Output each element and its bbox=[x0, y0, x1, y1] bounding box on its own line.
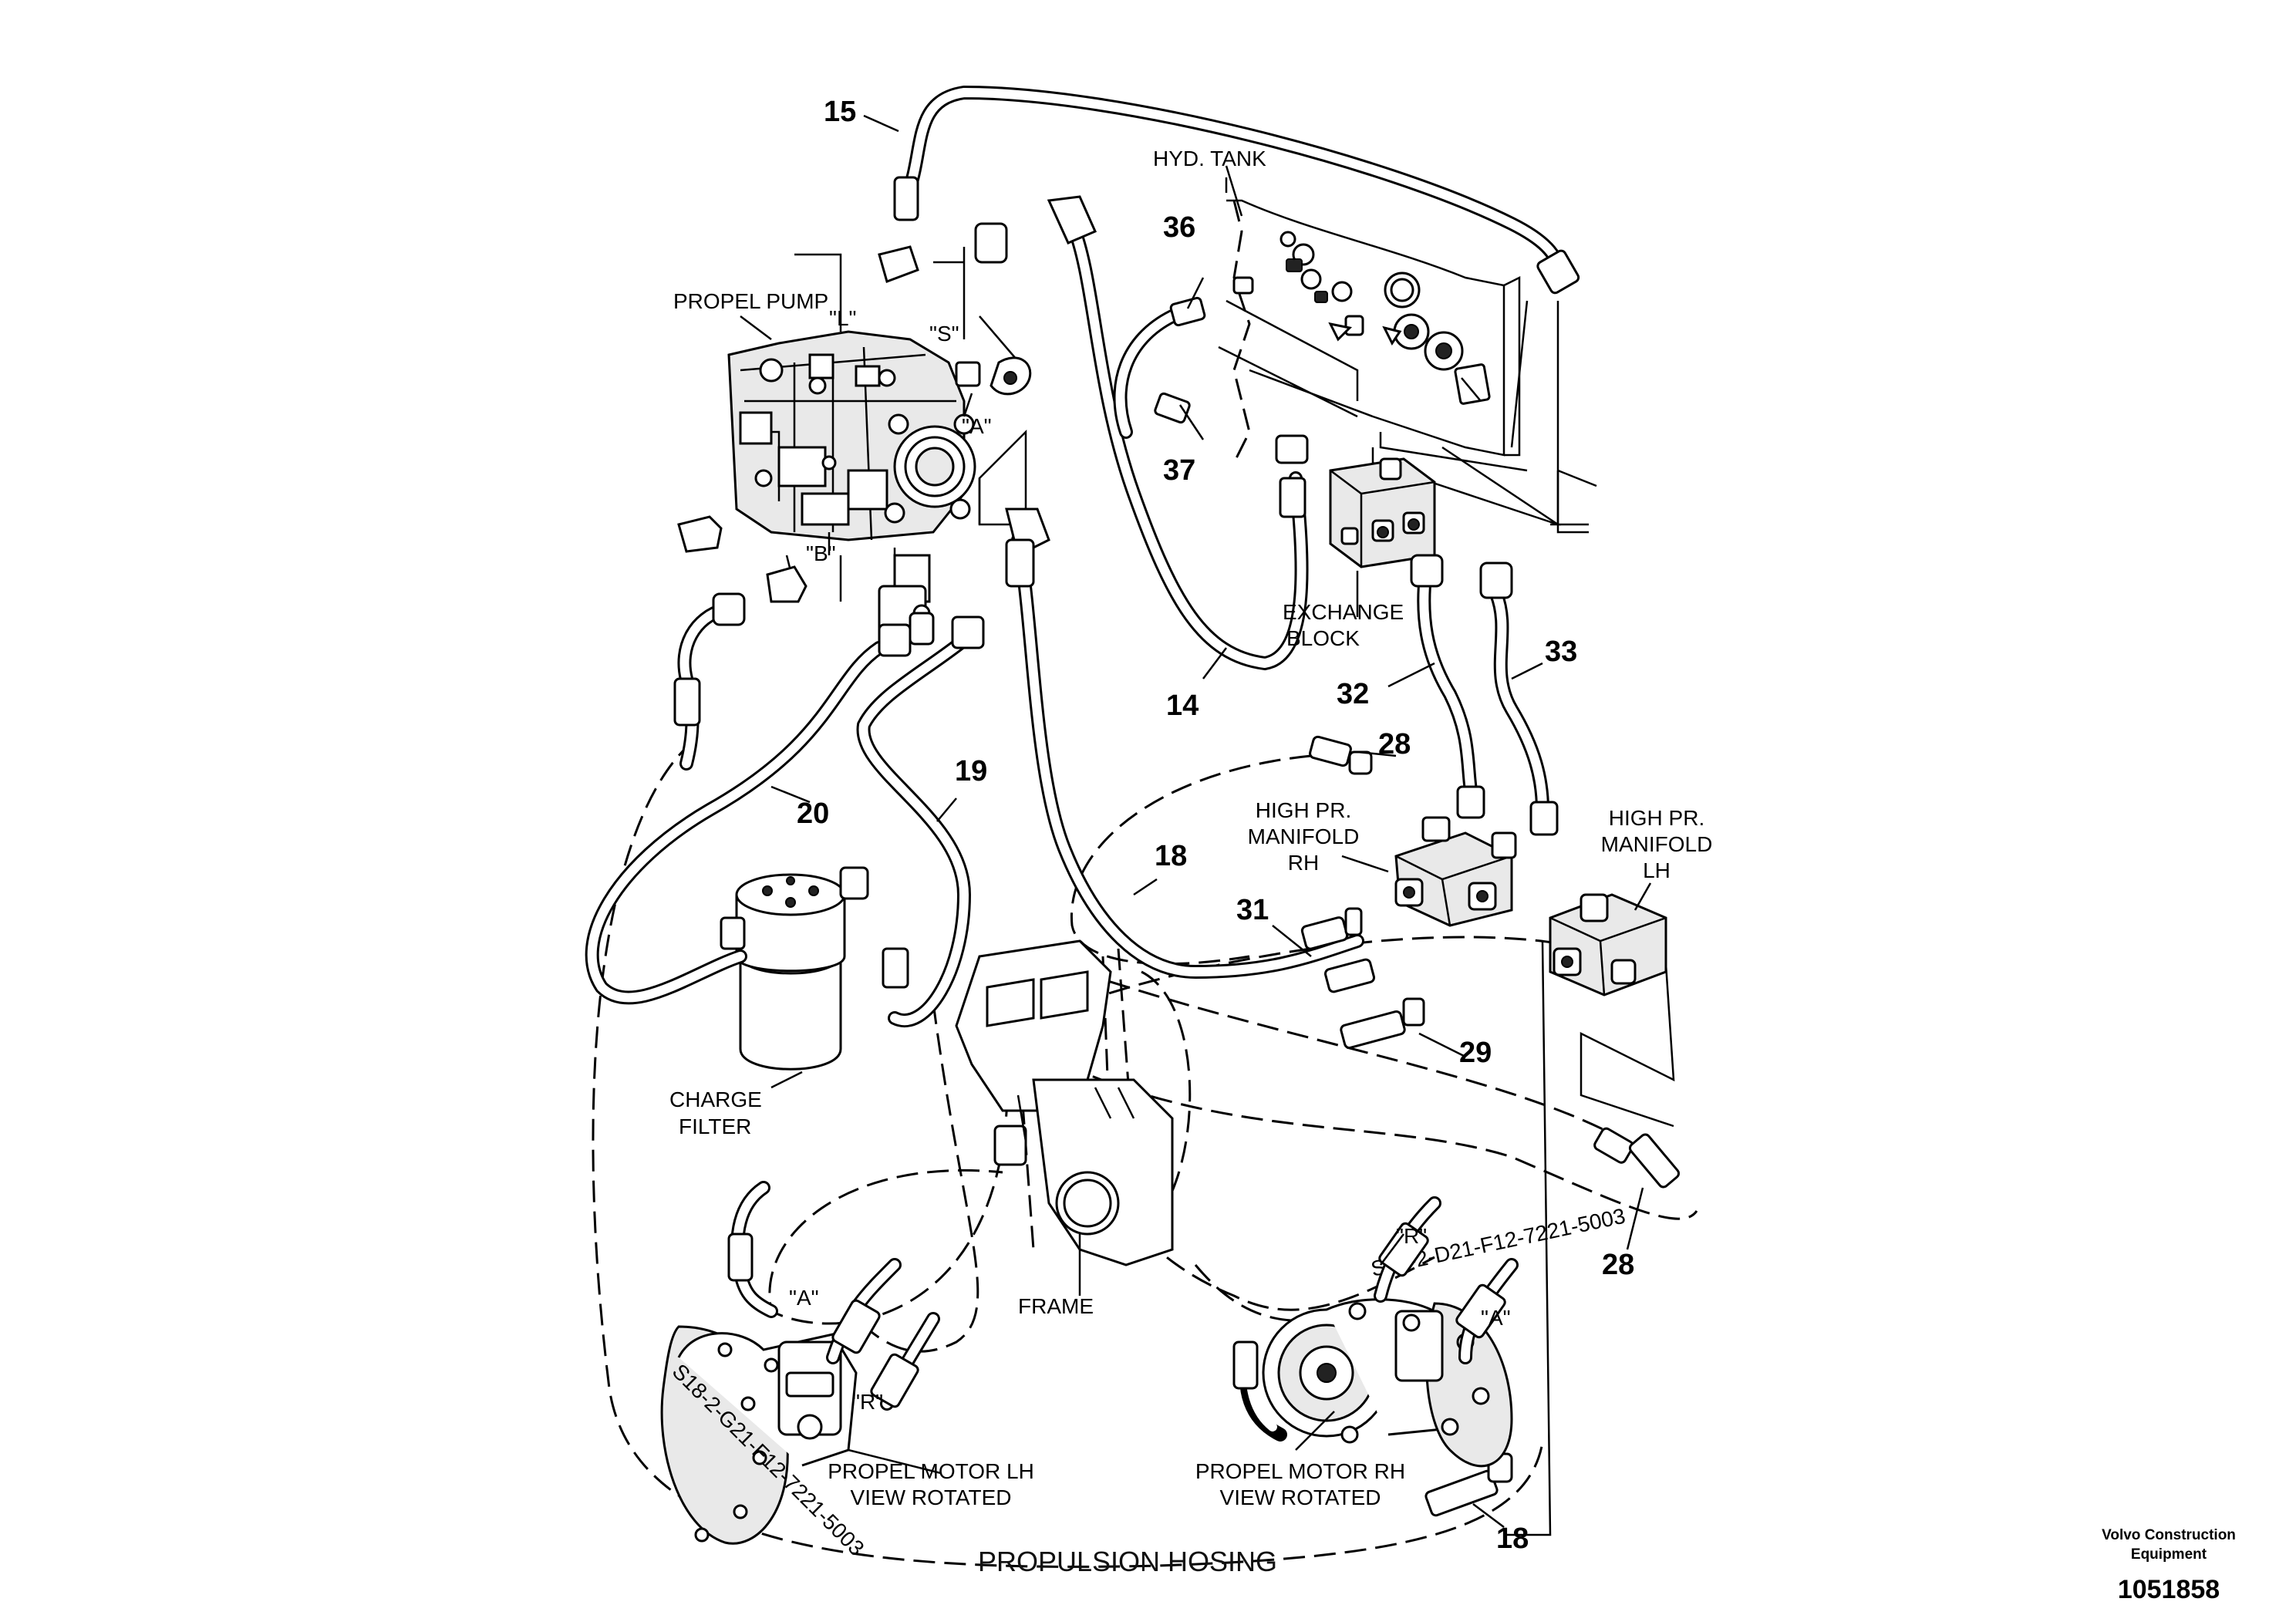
callout-37: 37 bbox=[1163, 454, 1195, 487]
hyd-tank bbox=[1226, 199, 1521, 457]
fitting-29 bbox=[1340, 997, 1425, 1049]
exchange-block bbox=[1329, 457, 1436, 568]
label-manifold-rh-1: HIGH PR. bbox=[1256, 798, 1351, 822]
port-label-pump-b: "B" bbox=[806, 541, 836, 565]
callout-28-bottom: 28 bbox=[1602, 1249, 1634, 1281]
component-labels: PROPEL PUMP HYD. TANK EXCHANGE BLOCK HIG… bbox=[669, 147, 1712, 1509]
hose-36-37 bbox=[1113, 276, 1254, 439]
callout-18-bottom: 18 bbox=[1496, 1523, 1529, 1555]
hose-20 bbox=[585, 612, 935, 1005]
hose-19 bbox=[856, 615, 985, 1027]
hose-pump-b-return bbox=[673, 592, 746, 771]
port-label-pump-a: "A" bbox=[962, 414, 992, 438]
credit-line-2: Equipment bbox=[2131, 1546, 2207, 1563]
callout-33: 33 bbox=[1545, 636, 1577, 668]
callout-18-mid: 18 bbox=[1155, 840, 1187, 872]
hose-14 bbox=[974, 195, 1309, 671]
label-propel-pump: PROPEL PUMP bbox=[673, 289, 828, 313]
label-exchange-block-2: BLOCK bbox=[1286, 626, 1360, 650]
port-label-motor-rh-r: "R" bbox=[1396, 1224, 1427, 1248]
manifold-lh bbox=[1549, 893, 1667, 996]
label-charge-filter-2: FILTER bbox=[679, 1114, 751, 1138]
credit-line-1: Volvo Construction bbox=[2102, 1527, 2236, 1543]
label-manifold-lh-1: HIGH PR. bbox=[1609, 806, 1704, 830]
propel-motor-lh: S18-2-G21-F12-7221-5003 bbox=[660, 1181, 940, 1560]
propel-pump bbox=[677, 330, 1032, 634]
diagram-title: PROPULSION HOSING bbox=[978, 1546, 1277, 1577]
hose-15 bbox=[878, 85, 1580, 295]
callout-19: 19 bbox=[955, 755, 987, 787]
propel-motor-rh: S18-2-D21-F12-7221-5003 bbox=[1232, 1196, 1627, 1468]
label-manifold-lh-3: LH bbox=[1643, 858, 1671, 882]
hose-32 bbox=[1410, 554, 1485, 819]
pump-port-s-fitting bbox=[955, 361, 981, 387]
port-labels: "L" "S" "A" "B" "A" "R" "R" "A" bbox=[789, 306, 1511, 1414]
port-label-motor-rh-a: "A" bbox=[1481, 1306, 1511, 1330]
callout-numbers: 15 36 37 14 32 33 28 20 19 18 31 29 28 1… bbox=[797, 96, 1634, 1555]
port-label-motor-lh-a: "A" bbox=[789, 1286, 819, 1310]
callout-32: 32 bbox=[1337, 678, 1369, 710]
label-motor-lh-1: PROPEL MOTOR LH bbox=[828, 1459, 1034, 1483]
label-hyd-tank: HYD. TANK bbox=[1153, 147, 1266, 170]
label-manifold-rh-3: RH bbox=[1288, 851, 1319, 875]
fitting-31 bbox=[1300, 907, 1376, 993]
callout-29: 29 bbox=[1459, 1037, 1492, 1069]
label-manifold-lh-2: MANIFOLD bbox=[1601, 832, 1713, 856]
hose-33 bbox=[1479, 561, 1559, 836]
callout-14: 14 bbox=[1166, 690, 1199, 722]
label-motor-rh-2: VIEW ROTATED bbox=[1220, 1485, 1381, 1509]
port-label-motor-lh-r: "R" bbox=[852, 1390, 883, 1414]
tank-fittings bbox=[1279, 231, 1464, 371]
pump-port-b-fittings bbox=[677, 515, 931, 634]
callout-31: 31 bbox=[1236, 894, 1269, 926]
callout-28-top: 28 bbox=[1378, 728, 1411, 760]
callout-36: 36 bbox=[1163, 211, 1195, 244]
label-exchange-block-1: EXCHANGE bbox=[1283, 600, 1404, 624]
callout-15: 15 bbox=[824, 96, 856, 128]
charge-filter bbox=[720, 866, 869, 1071]
hose-18-main bbox=[1005, 508, 1364, 980]
port-label-pump-l: "L" bbox=[829, 306, 856, 330]
motor-rh-hoses bbox=[1232, 1196, 1519, 1442]
fitting-28-top bbox=[1309, 735, 1373, 775]
label-motor-lh-2: VIEW ROTATED bbox=[851, 1485, 1012, 1509]
label-motor-rh-1: PROPEL MOTOR RH bbox=[1195, 1459, 1405, 1483]
manifold-rh bbox=[1394, 816, 1517, 927]
pump-port-a-fitting bbox=[990, 356, 1032, 396]
label-frame: FRAME bbox=[1018, 1294, 1094, 1318]
callout-20: 20 bbox=[797, 798, 829, 830]
port-label-pump-s: "S" bbox=[929, 322, 959, 346]
fitting-28-bottom bbox=[1593, 1127, 1681, 1189]
leader-lines bbox=[740, 114, 1652, 1528]
label-charge-filter-1: CHARGE bbox=[669, 1088, 762, 1111]
doc-number: 1051858 bbox=[2118, 1575, 2220, 1604]
frame bbox=[955, 939, 1174, 1266]
motor-lh-hoses bbox=[727, 1181, 940, 1411]
label-manifold-rh-2: MANIFOLD bbox=[1248, 824, 1360, 848]
